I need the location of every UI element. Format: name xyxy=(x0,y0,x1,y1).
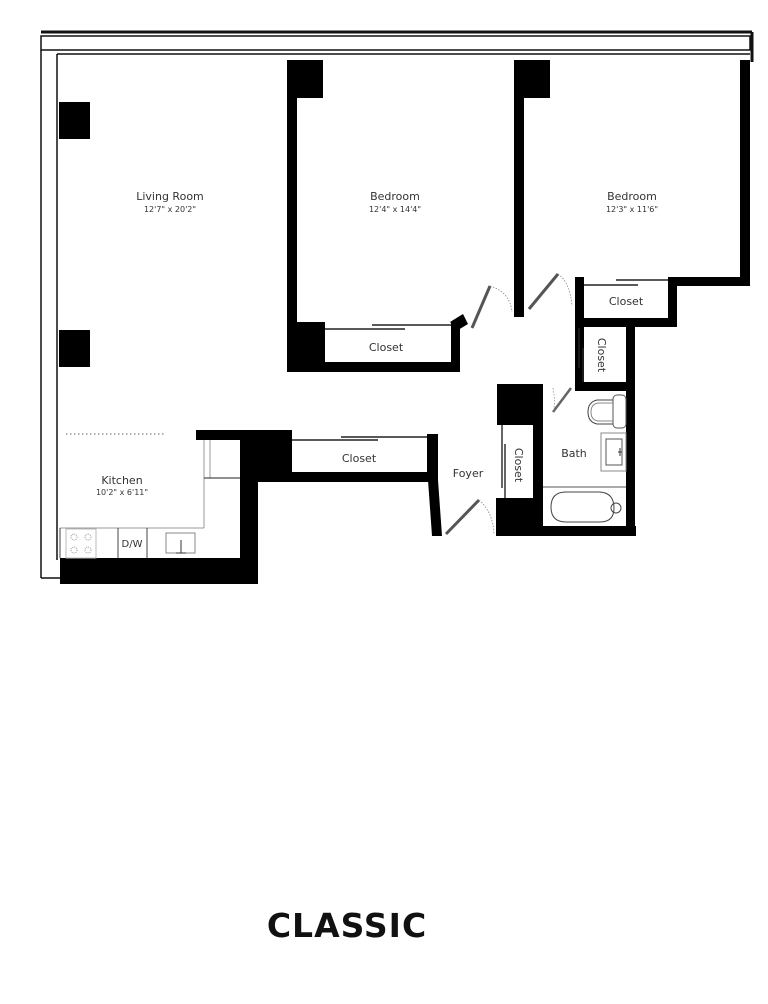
columns xyxy=(59,102,90,367)
kitchen-label: Kitchen xyxy=(101,474,142,487)
bath-fixtures xyxy=(501,387,627,523)
hall-closet-doors xyxy=(292,436,427,441)
bath-walls xyxy=(496,384,636,536)
bedroom-doors xyxy=(470,273,573,329)
bedroom-2-walls xyxy=(514,60,750,536)
bedroom-1-closet-doors xyxy=(325,324,451,330)
bedroom-2-label: Bedroom xyxy=(607,190,657,203)
bedroom-2-closet-doors xyxy=(578,279,668,382)
closet-bedroom-1-label: Closet xyxy=(369,341,404,354)
room-labels: Living Room 12'7" x 20'2" Bedroom 12'4" … xyxy=(96,190,658,550)
closet-bedroom-2-label: Closet xyxy=(609,295,644,308)
exterior-frame xyxy=(40,30,754,579)
foyer-label: Foyer xyxy=(453,467,484,480)
bedroom-1-dimensions: 12'4" x 14'4" xyxy=(369,205,421,214)
bath-label: Bath xyxy=(561,447,587,460)
closet-bath-right-label: Closet xyxy=(595,338,608,373)
closet-foyer-label: Closet xyxy=(512,448,525,483)
dishwasher-label: D/W xyxy=(122,539,143,550)
kitchen-fixtures xyxy=(59,433,240,559)
entry-door xyxy=(444,498,495,536)
bedroom-1-label: Bedroom xyxy=(370,190,420,203)
plan-title: CLASSIC xyxy=(266,906,428,945)
bedroom-2-dimensions: 12'3" x 11'6" xyxy=(606,205,658,214)
living-room-dimensions: 12'7" x 20'2" xyxy=(144,205,196,214)
hall-closet-walls xyxy=(281,430,292,482)
kitchen-dimensions: 10'2" x 6'11" xyxy=(96,488,148,497)
kitchen-walls xyxy=(60,430,442,584)
bedroom-1-walls xyxy=(287,60,468,372)
living-room-label: Living Room xyxy=(136,190,204,203)
closet-hall-label: Closet xyxy=(342,452,377,465)
